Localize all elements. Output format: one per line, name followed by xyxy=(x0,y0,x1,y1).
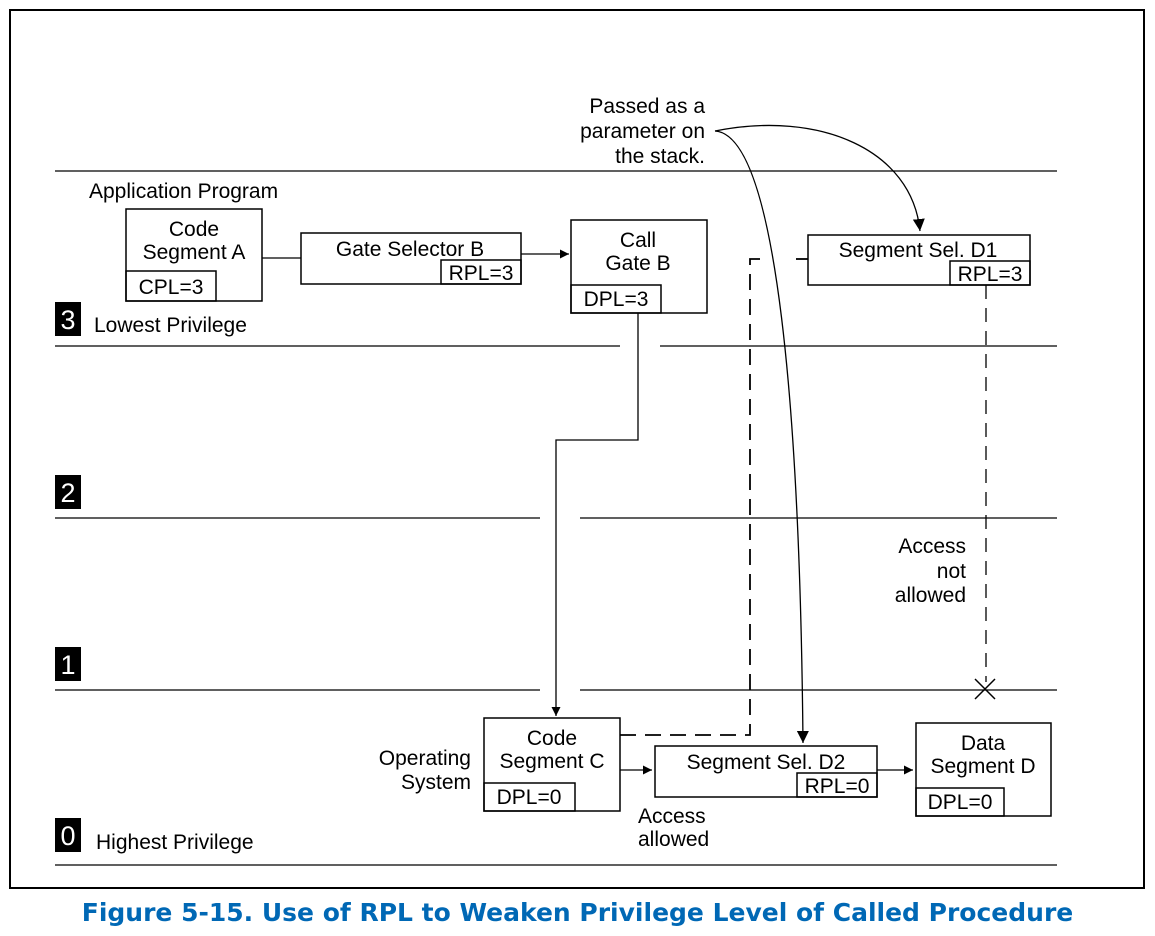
box-field: DPL=0 xyxy=(928,791,993,814)
access-allowed-label: Access xyxy=(638,805,706,828)
application-program-label: Application Program xyxy=(89,180,278,203)
box-field: DPL=3 xyxy=(584,288,649,311)
rpl-field xyxy=(949,260,1031,286)
box-field: RPL=3 xyxy=(958,263,1023,286)
figure-frame xyxy=(9,9,1145,889)
access-allowed-label: allowed xyxy=(638,828,709,851)
code-segment-a-box: Code Segment A CPL=3 xyxy=(125,208,263,302)
access-not-allowed-label: not xyxy=(937,560,966,583)
box-field: RPL=3 xyxy=(449,262,514,285)
level-badge-0: 0 xyxy=(55,818,81,852)
rpl-field xyxy=(796,772,878,798)
box-title: Segment D xyxy=(930,755,1035,778)
data-segment-d-box: Data Segment D DPL=0 xyxy=(915,722,1052,817)
dpl-field xyxy=(570,284,662,314)
operating-system-label: System xyxy=(401,771,471,794)
arrow-param-to-sel-d1 xyxy=(714,124,925,232)
passed-parameter-label: parameter on xyxy=(580,120,705,143)
box-title: Segment Sel. D2 xyxy=(687,751,846,774)
level-badge-3: 3 xyxy=(55,302,81,336)
arrow-param-to-sel-d2 xyxy=(714,130,809,744)
box-title: Gate Selector B xyxy=(336,238,484,261)
box-title: Segment Sel. D1 xyxy=(839,239,998,262)
call-gate-b-box: Call Gate B DPL=3 xyxy=(570,219,708,314)
segment-sel-d1-box: Segment Sel. D1 RPL=3 xyxy=(807,234,1031,286)
dashed-code-c-to-d1 xyxy=(620,258,768,736)
segment-sel-d2-box: Segment Sel. D2 RPL=0 xyxy=(654,745,878,798)
rpl-field xyxy=(440,259,522,285)
gate-selector-b-box: Gate Selector B RPL=3 xyxy=(300,232,522,285)
box-title: Segment C xyxy=(499,750,604,773)
level-separators xyxy=(55,170,1057,866)
box-title: Code xyxy=(169,218,219,241)
passed-parameter-label: Passed as a xyxy=(589,95,705,118)
passed-parameter-label: the stack. xyxy=(615,145,705,168)
level-number: 1 xyxy=(60,650,75,680)
level-number: 0 xyxy=(60,821,75,851)
dashed-references xyxy=(620,258,808,736)
rpl-diagram: 3 Lowest Privilege 2 1 0 Highest Privile… xyxy=(9,9,1145,889)
dpl-field xyxy=(915,787,1005,817)
level-label: Lowest Privilege xyxy=(94,314,247,337)
level-badge-1: 1 xyxy=(55,647,81,681)
box-field: RPL=0 xyxy=(805,775,870,798)
access-not-allowed-label: Access xyxy=(898,535,966,558)
box-title: Code xyxy=(527,727,577,750)
access-not-allowed-label: allowed xyxy=(895,584,966,607)
access-denied-x-mark xyxy=(974,678,996,700)
arrow-call-gate-to-code-segment-c xyxy=(551,313,639,716)
level-number: 2 xyxy=(60,478,75,508)
level-badge-2: 2 xyxy=(55,475,81,509)
connectors xyxy=(262,124,925,775)
figure-caption: Figure 5-15. Use of RPL to Weaken Privil… xyxy=(81,898,1074,927)
box-title: Data xyxy=(961,732,1006,755)
box-title: Gate B xyxy=(605,252,670,275)
cpl-field xyxy=(125,270,217,302)
box-title: Call xyxy=(620,229,656,252)
code-segment-c-box: Code Segment C DPL=0 xyxy=(483,717,621,812)
level-number: 3 xyxy=(60,305,75,335)
operating-system-label: Operating xyxy=(379,747,471,770)
box-title: Segment A xyxy=(143,241,246,264)
level-label: Highest Privilege xyxy=(96,831,254,854)
box-field: DPL=0 xyxy=(497,786,562,809)
dpl-field xyxy=(483,782,576,812)
box-field: CPL=3 xyxy=(139,276,204,299)
